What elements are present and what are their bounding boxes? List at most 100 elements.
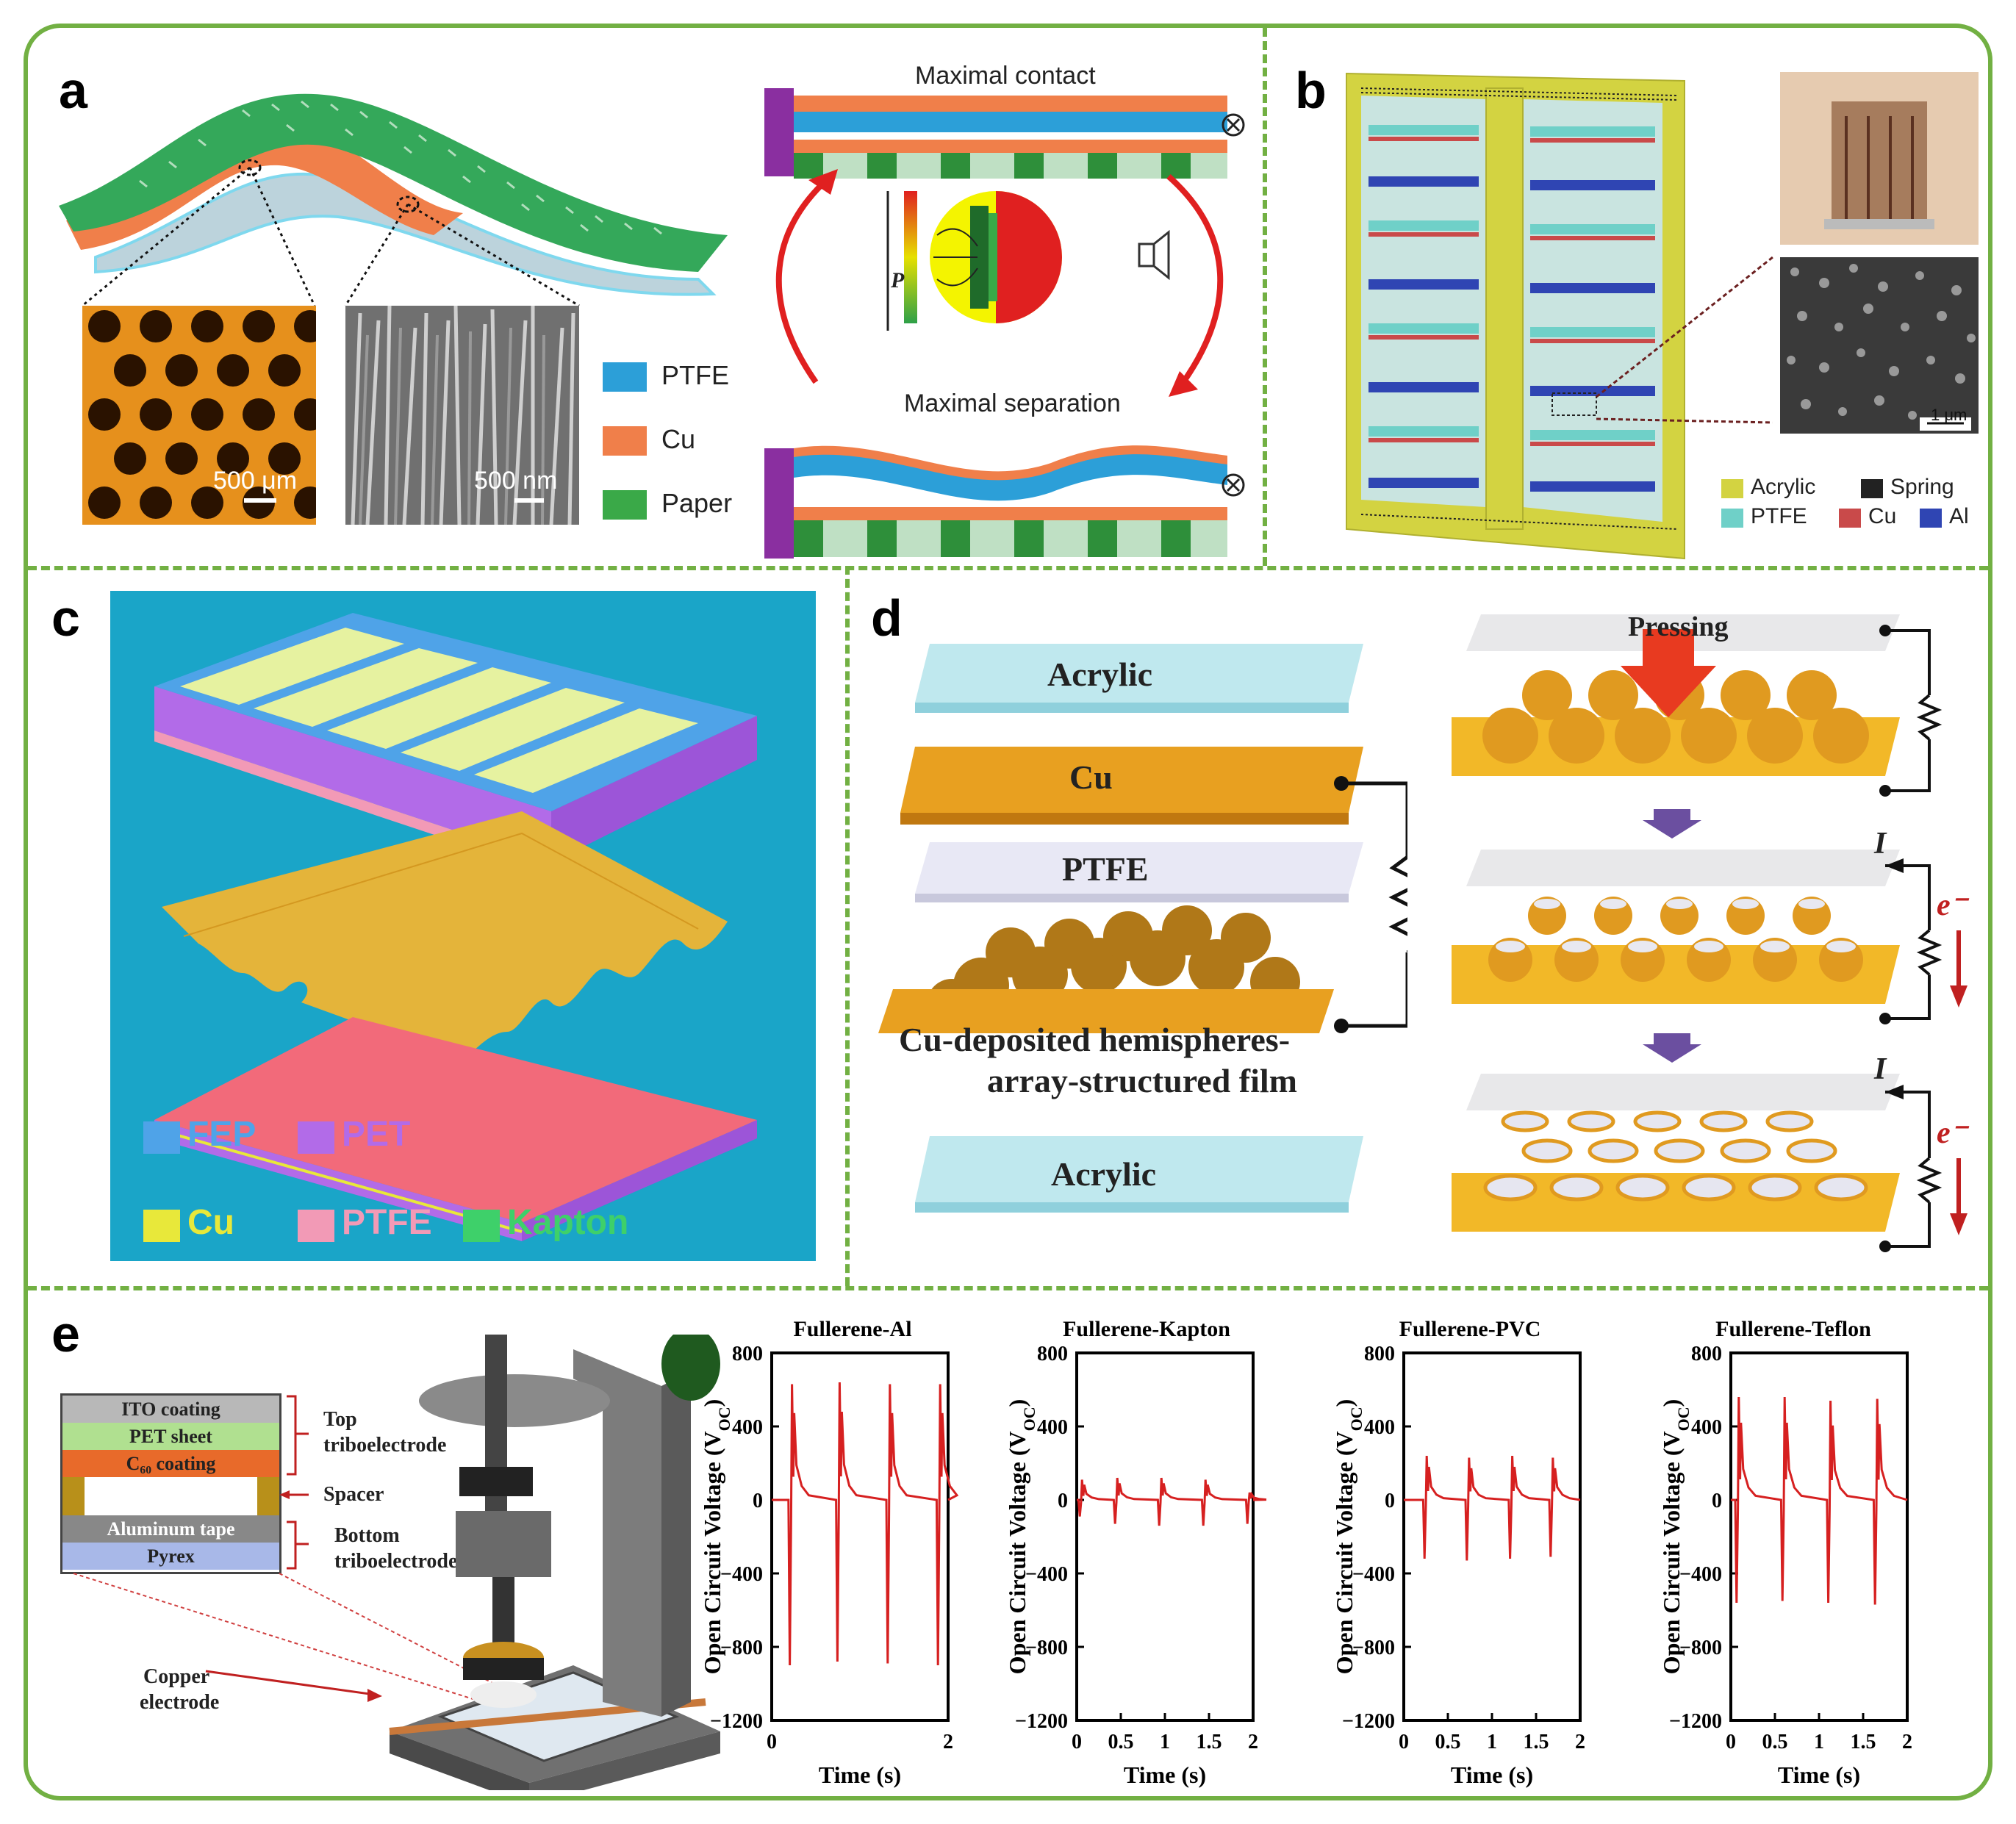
y-tick-label: −1200 bbox=[1015, 1710, 1068, 1733]
legend-swatch-cu bbox=[603, 426, 647, 456]
y-tick-label: 400 bbox=[1691, 1416, 1722, 1439]
x-tick-label: 1 bbox=[1814, 1731, 1824, 1753]
chart-title-pvc: Fullerene-PVC bbox=[1399, 1317, 1541, 1341]
figure-frame bbox=[24, 24, 1992, 1800]
legend-swatch-cu-b bbox=[1839, 509, 1861, 528]
legend-label-cu: Cu bbox=[661, 424, 696, 454]
y-tick-label: 800 bbox=[732, 1343, 763, 1365]
legend-swatch-paper bbox=[603, 490, 647, 520]
chart-frame-al bbox=[770, 1351, 950, 1722]
generator-frame-illustration bbox=[1346, 72, 1685, 560]
surface-micrograph bbox=[1780, 257, 1979, 434]
y-tick-label: 0 bbox=[1712, 1490, 1722, 1512]
y-tick-label: 800 bbox=[1037, 1343, 1068, 1365]
stack-pet: PET sheet bbox=[62, 1423, 279, 1450]
legend-swatch-ptfe-b bbox=[1721, 509, 1743, 528]
x-tick-label: 1 bbox=[1160, 1731, 1170, 1753]
chart-ylabel-pvc-main: Open Circuit Voltage (V bbox=[1331, 1431, 1357, 1674]
annotation-top-2: triboelectrode bbox=[323, 1434, 447, 1457]
x-tick-label: 2 bbox=[1575, 1731, 1585, 1753]
panel-label-a: a bbox=[59, 62, 87, 119]
electron-label-2: e⁻ bbox=[1937, 1116, 1967, 1150]
chart-frame-teflon bbox=[1729, 1351, 1909, 1722]
layer-label-hemispheres-1: Cu-deposited hemispheres- bbox=[899, 1021, 1291, 1058]
honeycomb-micrograph bbox=[82, 306, 316, 525]
x-tick-label: 2 bbox=[943, 1731, 953, 1753]
x-tick-label: 0.5 bbox=[1108, 1731, 1134, 1753]
legend-swatch-fep bbox=[143, 1121, 180, 1154]
y-tick-label: 0 bbox=[1385, 1490, 1395, 1512]
legend-swatch-ptfe bbox=[603, 362, 647, 392]
legend-label-acrylic: Acrylic bbox=[1751, 475, 1816, 499]
zoom-line-b bbox=[1596, 256, 1773, 424]
pressing-process-illustration bbox=[1452, 614, 1967, 1252]
title-maximal-separation: Maximal separation bbox=[904, 389, 1121, 417]
stack-pet-label: PET sheet bbox=[129, 1426, 212, 1447]
chart-ylabel-kapton-main: Open Circuit Voltage (V bbox=[1004, 1431, 1030, 1674]
legend-swatch-spring bbox=[1861, 479, 1883, 498]
tester-apparatus-illustration bbox=[73, 1335, 720, 1790]
panel-b: b bbox=[1266, 29, 1986, 564]
chart-ylabel-kapton-sub: OC bbox=[1020, 1407, 1039, 1431]
chart-frame-pvc bbox=[1402, 1351, 1582, 1722]
y-tick-label: −1200 bbox=[710, 1710, 763, 1733]
divider-row1 bbox=[28, 566, 1988, 570]
current-label-1: I bbox=[1874, 827, 1887, 861]
stack-aluminum: Aluminum tape bbox=[62, 1515, 279, 1543]
y-tick-label: 800 bbox=[1691, 1343, 1722, 1365]
y-tick-label: 400 bbox=[1364, 1416, 1395, 1439]
layer-label-ptfe: PTFE bbox=[1062, 850, 1149, 888]
layer-label-cu: Cu bbox=[1069, 758, 1113, 796]
layer-stack-illustration bbox=[878, 644, 1407, 1213]
legend-swatch-acrylic bbox=[1721, 479, 1743, 498]
chart-xlabel-pvc: Time (s) bbox=[1451, 1762, 1533, 1788]
legend-label-spring: Spring bbox=[1890, 475, 1954, 499]
legend-swatch-al bbox=[1920, 509, 1942, 528]
current-label-2: I bbox=[1874, 1052, 1887, 1086]
layered-device-illustration bbox=[110, 591, 816, 1261]
chart-ylabel-teflon: Open Circuit Voltage (VOC) bbox=[1658, 1399, 1693, 1675]
scale-label-1: 500 μm bbox=[213, 467, 298, 495]
x-tick-label: 0.5 bbox=[1762, 1731, 1788, 1753]
legend-label-cu-b: Cu bbox=[1868, 504, 1897, 528]
x-tick-label: 1.5 bbox=[1851, 1731, 1876, 1753]
legend-label-ptfe: PTFE bbox=[661, 360, 730, 390]
legend-label-ptfe-b: PTFE bbox=[1751, 504, 1807, 528]
x-tick-label: 0.5 bbox=[1435, 1731, 1461, 1753]
chart-ylabel-al-sub: OC bbox=[715, 1407, 733, 1431]
y-tick-label: 800 bbox=[1364, 1343, 1395, 1365]
x-tick-label: 1 bbox=[1487, 1731, 1497, 1753]
chart-ylabel-al: Open Circuit Voltage (VOC) bbox=[699, 1399, 733, 1675]
x-tick-label: 2 bbox=[1902, 1731, 1912, 1753]
y-tick-label: −800 bbox=[1352, 1637, 1395, 1659]
device-photo bbox=[1780, 72, 1979, 245]
stack-c60-label: C₆₀ coating bbox=[126, 1453, 216, 1474]
divider-ab bbox=[1263, 28, 1267, 566]
panel-d: d Acrylic Cu PTFE Cu-deposited hemispher… bbox=[849, 570, 1988, 1283]
stack-ito: ITO coating bbox=[62, 1396, 279, 1423]
panel-e: e ITO coating PET sheet C₆₀ coating Alum… bbox=[29, 1290, 1984, 1798]
stack-brackets bbox=[279, 1395, 309, 1570]
nanowire-micrograph bbox=[345, 306, 579, 525]
x-tick-label: 2 bbox=[1248, 1731, 1258, 1753]
panel-label-e: e bbox=[51, 1305, 80, 1362]
chart-line-kapton bbox=[1077, 1477, 1267, 1526]
y-tick-label: −800 bbox=[1679, 1637, 1722, 1659]
chart-line-teflon bbox=[1731, 1396, 1908, 1605]
x-tick-label: 1.5 bbox=[1197, 1731, 1222, 1753]
chart-ylabel-pvc-sub: OC bbox=[1347, 1407, 1366, 1431]
y-tick-label: −400 bbox=[1352, 1563, 1395, 1586]
legend-label-ptfe-c: PTFE bbox=[342, 1203, 432, 1242]
legend-label-pet: PET bbox=[342, 1115, 411, 1154]
chart-title-teflon: Fullerene-Teflon bbox=[1715, 1317, 1871, 1341]
y-tick-label: −400 bbox=[1025, 1563, 1068, 1586]
legend-swatch-cu-c bbox=[143, 1210, 180, 1242]
stack-c60: C₆₀ coating bbox=[62, 1450, 279, 1477]
legend-label-paper: Paper bbox=[661, 488, 733, 518]
y-tick-label: 0 bbox=[753, 1490, 763, 1512]
scale-label-b: 1 μm bbox=[1931, 406, 1967, 424]
y-tick-label: 400 bbox=[732, 1416, 763, 1439]
layer-label-acrylic-top: Acrylic bbox=[1047, 656, 1153, 693]
